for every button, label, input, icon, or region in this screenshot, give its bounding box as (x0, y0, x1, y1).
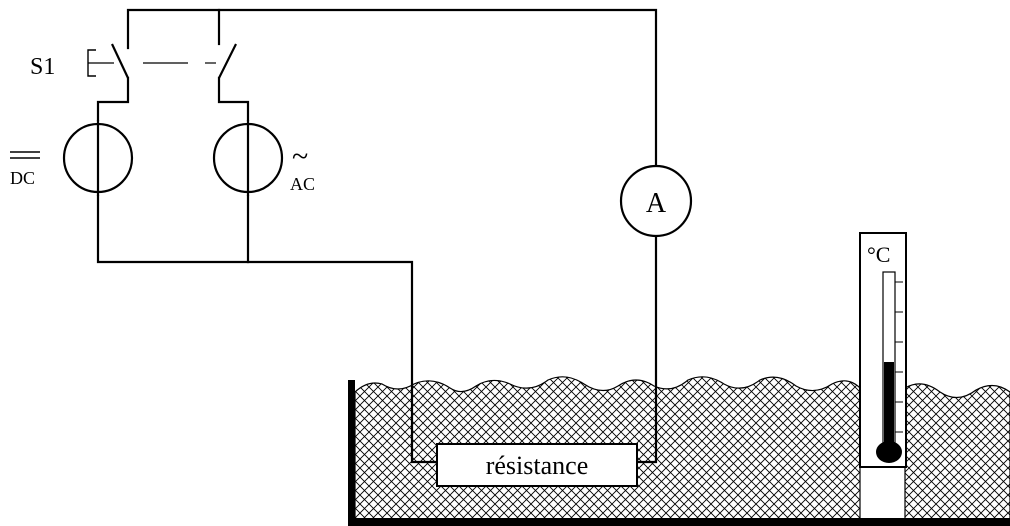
resistor-icon (436, 443, 638, 487)
ac-source: ~ AC (212, 120, 315, 196)
container-bottom (348, 518, 1010, 526)
ammeter-icon (619, 164, 693, 238)
liquid-right (904, 383, 1010, 521)
ac-symbol: ~ (292, 140, 308, 173)
ammeter: A (619, 164, 693, 238)
ammeter-label: A (646, 188, 667, 219)
resistor: résistance (436, 443, 638, 487)
dc-label: DC (10, 168, 35, 188)
mercury-bulb (876, 441, 902, 463)
dc-source: DC (10, 120, 134, 196)
thermometer: °C (859, 232, 907, 468)
switch-icon (87, 43, 237, 79)
ac-label: AC (290, 174, 315, 194)
switch-s1: S1 (30, 43, 237, 80)
thermometer-unit: °C (867, 242, 890, 267)
resistor-label: résistance (486, 451, 589, 480)
thermometer-icon (876, 271, 903, 463)
container-left-wall (348, 380, 355, 526)
switch-label: S1 (30, 54, 55, 80)
mercury-column (884, 362, 894, 446)
wiring (96, 8, 658, 464)
